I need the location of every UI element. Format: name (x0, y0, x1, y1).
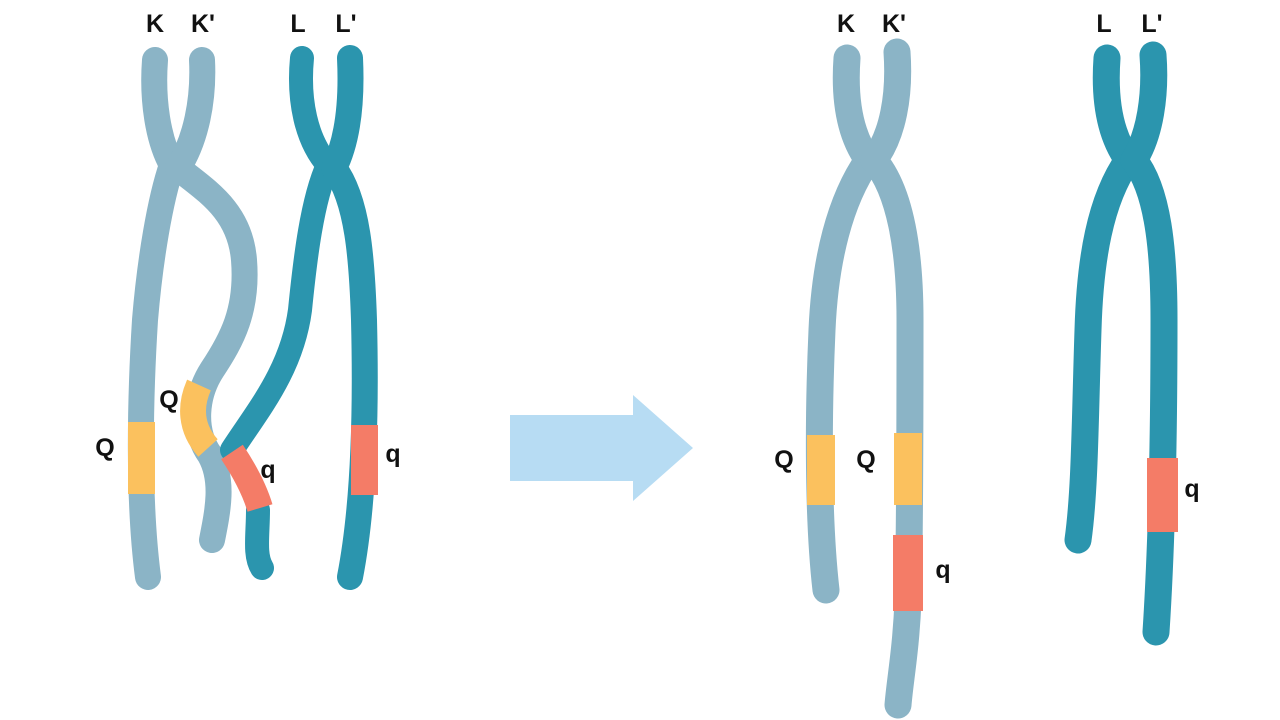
chromosome-l-chromatid (220, 46, 340, 462)
result-allele-band-small-q-k-prime (893, 535, 923, 611)
result-label-l: L (1096, 10, 1111, 38)
allele-band-big-q-k-prime (180, 379, 219, 457)
chromosome-l-chromatid-tail (245, 498, 274, 580)
label-l-prime: L' (335, 10, 356, 38)
label-k: K (146, 10, 164, 38)
chromosome-l-prime-chromatid (321, 45, 378, 590)
result-label-k: K (837, 10, 855, 38)
result-l-chromatid (1064, 44, 1142, 554)
allele-label-small-q-l-prime: q (385, 440, 400, 468)
result-allele-band-big-q-k (807, 435, 835, 505)
before-crossover-panel: K K' L L' Q Q q q (95, 10, 401, 590)
result-k-chromatid (805, 44, 882, 604)
allele-label-big-q-k-prime: Q (159, 386, 178, 414)
result-allele-label-small-q-k-prime: q (935, 556, 950, 584)
result-allele-label-big-q-k: Q (774, 446, 793, 474)
label-l: L (290, 10, 305, 38)
result-label-l-prime: L' (1141, 10, 1162, 38)
result-label-k-prime: K' (882, 10, 906, 38)
allele-band-small-q-crossover (221, 444, 273, 512)
process-arrow (510, 395, 693, 501)
allele-label-big-q-k: Q (95, 434, 114, 462)
allele-band-small-q-l-prime (351, 425, 378, 495)
after-crossover-panel: K K' L L' Q Q q q (774, 10, 1200, 719)
chromosome-k-prime-chromatid (165, 47, 258, 553)
result-k-prime-chromatid (860, 38, 924, 719)
result-allele-band-small-q-l-prime (1147, 458, 1178, 532)
chromosome-k-chromatid (127, 47, 185, 590)
result-l-prime-chromatid (1120, 41, 1178, 646)
allele-band-big-q-k (128, 422, 155, 494)
result-allele-band-big-q-k-prime (894, 433, 922, 505)
result-allele-label-small-q-l-prime: q (1184, 475, 1199, 503)
label-k-prime: K' (191, 10, 215, 38)
allele-label-small-q-crossover: q (260, 456, 275, 484)
result-allele-label-big-q-k-prime: Q (856, 446, 875, 474)
